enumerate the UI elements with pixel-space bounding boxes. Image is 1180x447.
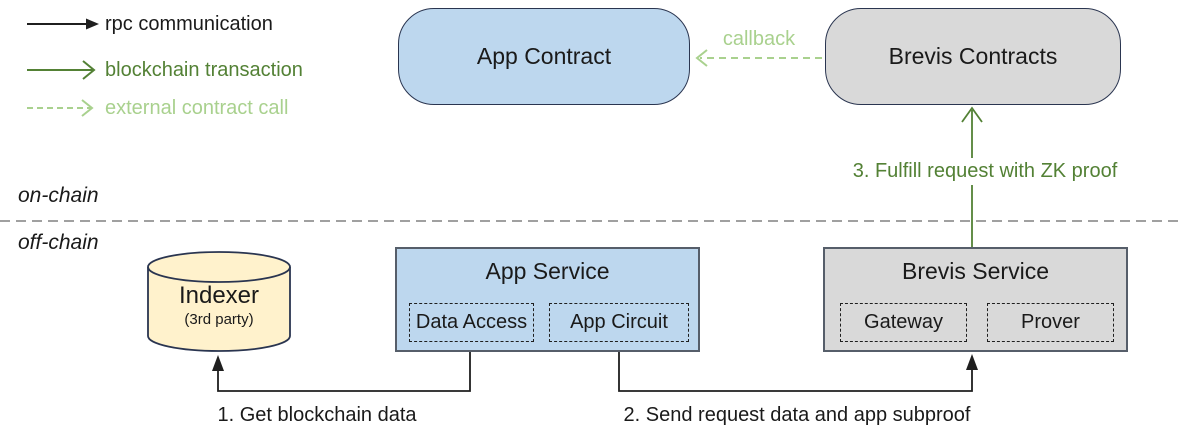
data-access-module: Data Access	[409, 303, 534, 342]
app-circuit-module: App Circuit	[549, 303, 689, 342]
legend-blockchain-tx-label: blockchain transaction	[105, 59, 303, 81]
off-chain-label: off-chain	[18, 231, 99, 254]
gateway-module: Gateway	[840, 303, 967, 342]
app-service-label: App Service	[485, 258, 610, 284]
rpc-arrow-icon	[27, 18, 99, 30]
external-call-arrow-icon	[27, 99, 94, 117]
indexer-label: Indexer	[178, 282, 260, 309]
callback-label: callback	[722, 28, 796, 50]
get-data-label: 1. Get blockchain data	[217, 404, 417, 426]
indexer-cylinder	[147, 251, 291, 352]
indexer-sublabel: (3rd party)	[184, 311, 254, 328]
app-service-node: App Service Data Access App Circuit	[395, 247, 700, 352]
prover-module: Prover	[987, 303, 1114, 342]
gateway-label: Gateway	[864, 311, 943, 333]
on-chain-label: on-chain	[18, 184, 99, 207]
fulfill-label: 3. Fulfill request with ZK proof	[822, 158, 1148, 185]
callback-arrow	[695, 49, 822, 67]
brevis-contracts-label: Brevis Contracts	[888, 43, 1058, 69]
brevis-contracts-node: Brevis Contracts	[825, 8, 1121, 105]
legend-rpc-label: rpc communication	[105, 13, 273, 35]
app-contract-node: App Contract	[398, 8, 690, 105]
send-request-connector	[618, 352, 978, 392]
legend-external-call-label: external contract call	[105, 97, 289, 119]
blockchain-transaction-arrow-icon	[27, 60, 96, 80]
get-data-connector	[212, 352, 471, 392]
data-access-label: Data Access	[415, 311, 528, 333]
brevis-service-node: Brevis Service Gateway Prover	[823, 247, 1128, 352]
prover-label: Prover	[1021, 311, 1080, 333]
brevis-service-label: Brevis Service	[902, 258, 1049, 284]
app-contract-label: App Contract	[476, 43, 612, 69]
app-circuit-label: App Circuit	[570, 311, 668, 333]
send-request-label: 2. Send request data and app subproof	[623, 404, 971, 426]
